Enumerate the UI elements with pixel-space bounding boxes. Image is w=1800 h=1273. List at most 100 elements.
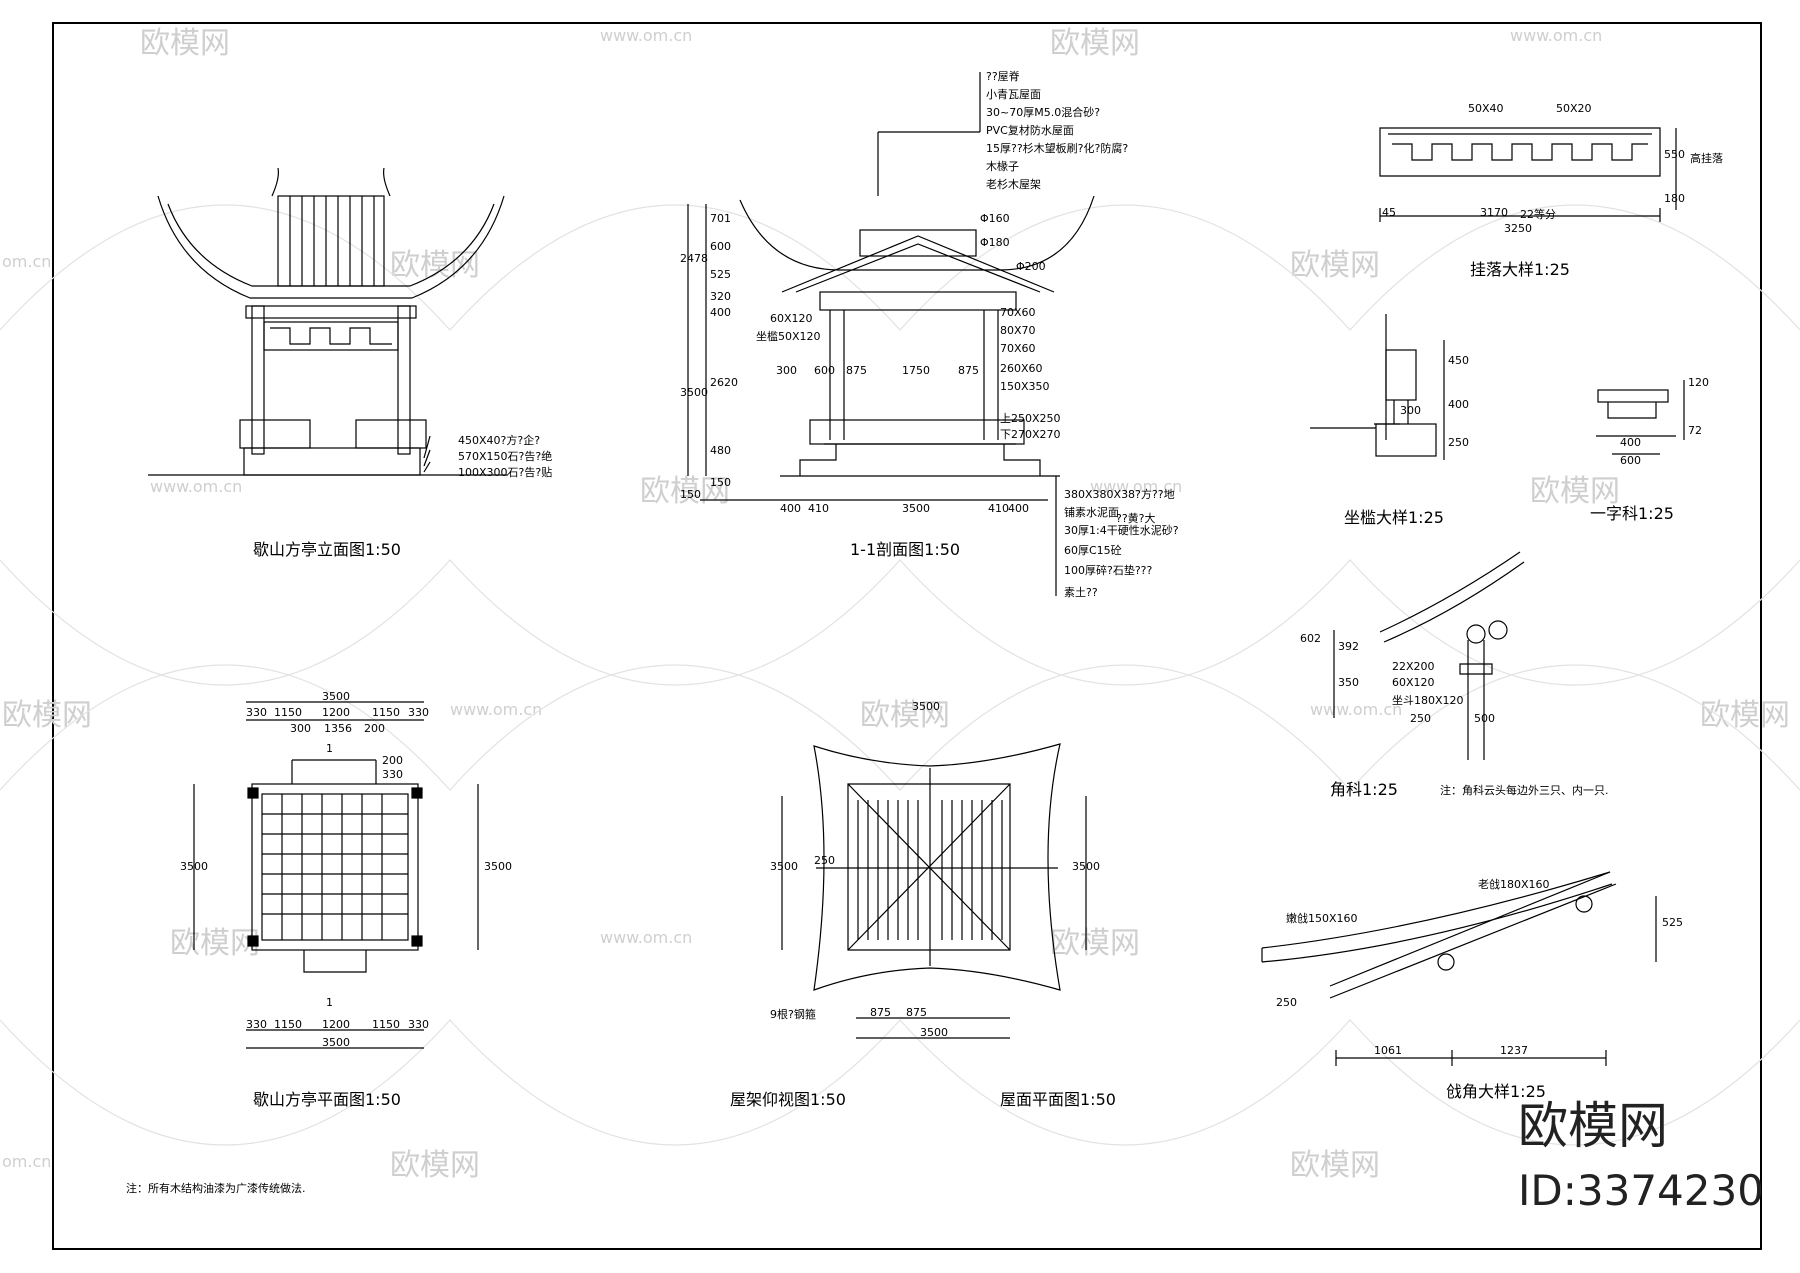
plan-dim: 1200 [322,706,350,719]
section-dim: 2478 [680,252,708,265]
jiaoke-title: 角科1:25 [1330,780,1398,799]
jiaoke-dim: 392 [1338,640,1359,653]
qiangjiao-dim: 250 [1276,996,1297,1009]
section-dim: 525 [710,268,731,281]
section-roof-label: 30~70厚M5.0混合砂? [986,106,1101,119]
section-floor-label: 30厚1:4干硬性水泥砂? [1064,524,1179,537]
roof-dim: 875 [870,1006,891,1019]
section-dim: 400 [780,502,801,515]
plan-title: 歇山方亭平面图1:50 [253,1090,401,1109]
gualuo-dim: 50X20 [1556,102,1592,115]
section-dim: 875 [958,364,979,377]
watermark-url: www.om.cn [1310,700,1403,719]
watermark-url: www.om.cn [600,26,693,45]
section-member-label: Φ200 [1016,260,1046,273]
jiaoke-dim: 602 [1300,632,1321,645]
jiaoke-dim: 22X200 [1392,660,1435,673]
watermark-logo: 欧模网 [1700,698,1790,733]
watermark-logo: 欧模网 [1050,926,1140,961]
section-dim: 400 [1008,502,1029,515]
drawing-frame [52,22,1762,1250]
watermark-logo: 欧模网 [1290,1148,1380,1183]
plan-dim: 1150 [372,706,400,719]
rafter-view-title: 屋架仰视图1:50 [730,1090,846,1109]
zuokan-title: 坐槛大样1:25 [1344,508,1444,527]
plan-dim: 330 [382,768,403,781]
qiangjiao-dim: 嫩戗150X160 [1286,912,1358,925]
watermark-url: www.om.cn [1510,26,1603,45]
watermark-logo: 欧模网 [390,248,480,283]
plan-dim: 1150 [274,1018,302,1031]
section-floor-label: 素土?? [1064,586,1098,599]
plan-dim: 330 [408,1018,429,1031]
gualuo-dim: 180 [1664,192,1685,205]
section-member-label: 80X70 [1000,324,1036,337]
plan-dim: 330 [246,706,267,719]
section-dim: 320 [710,290,731,303]
watermark-logo: 欧模网 [170,926,260,961]
watermark-url: www.om.cn [150,477,243,496]
plan-dim: 3500 [484,860,512,873]
gualuo-dim: 3170 [1480,206,1508,219]
yizike-detail [1596,380,1685,455]
roof-dim: 3500 [920,1026,948,1039]
yizike-dim: 600 [1620,454,1641,467]
section-member-label: 70X60 [1000,306,1036,319]
section-roof-label: 老杉木屋架 [986,178,1041,191]
plan-dim: 330 [246,1018,267,1031]
watermark-logo: 欧模网 [860,698,950,733]
section-member-label: Φ160 [980,212,1010,225]
section-drawing [687,72,1095,596]
section-dim: 1750 [902,364,930,377]
section-dim: 150 [710,476,731,489]
section-floor-label: 铺素水泥面 [1064,506,1119,519]
yizike-dim: 72 [1688,424,1702,437]
plan-dim: 1356 [324,722,352,735]
jiaoke-detail [1333,551,1525,760]
watermark-logo: 欧模网 [140,26,230,61]
gualuo-dim: 45 [1382,206,1396,219]
plan-dim: 1 [326,742,333,755]
gualuo-dim: 50X40 [1468,102,1504,115]
roof-dim: 3500 [1072,860,1100,873]
section-dim: 600 [814,364,835,377]
watermark-logo: 欧模网 [2,698,92,733]
watermark-url: om.cn [2,1152,52,1171]
roof-dim: 3500 [912,700,940,713]
gualuo-dim: 550 [1664,148,1685,161]
gualuo-title: 挂落大样1:25 [1470,260,1570,279]
elevation-label: 100X300石?告?贴 [458,466,553,479]
section-floor-label: 380X380X38?方??地 [1064,488,1175,501]
section-dim: 400 [710,306,731,319]
watermark-logo: 欧模网 [1050,26,1140,61]
section-title: 1-1剖面图1:50 [850,540,961,559]
zuokan-dim: 450 [1448,354,1469,367]
plan-dim: 1150 [372,1018,400,1031]
jiaoke-dim: 60X120 [1392,676,1435,689]
yizike-dim: 120 [1688,376,1709,389]
section-floor-label: 60厚C15砼 [1064,544,1122,557]
roof-dim: 250 [814,854,835,867]
section-member-label: Φ180 [980,236,1010,249]
zuokan-detail [1310,314,1445,460]
gualuo-dim: 22等分 [1520,208,1556,221]
watermark-arcs [0,204,1800,1146]
elevation-title: 歇山方亭立面图1:50 [253,540,401,559]
brand-logo-text: 欧模网 [1518,1097,1668,1155]
bottom-note: 注：所有木结构油漆为广漆传统做法. [126,1182,306,1195]
plan-dim: 1150 [274,706,302,719]
plan-dim: 3500 [180,860,208,873]
section-dim: 410 [988,502,1009,515]
watermark-url: www.om.cn [1090,477,1183,496]
qiangjiao-dim: 525 [1662,916,1683,929]
jiaoke-dim: 500 [1474,712,1495,725]
section-dim: 300 [776,364,797,377]
plan-dim: 300 [290,722,311,735]
roof-plan-title: 屋面平面图1:50 [1000,1090,1116,1109]
qiangjiao-dim: 1061 [1374,1044,1402,1057]
roof-dim: 875 [906,1006,927,1019]
plan-dim: 200 [364,722,385,735]
qiangjiao-title: 戗角大样1:25 [1446,1082,1546,1101]
